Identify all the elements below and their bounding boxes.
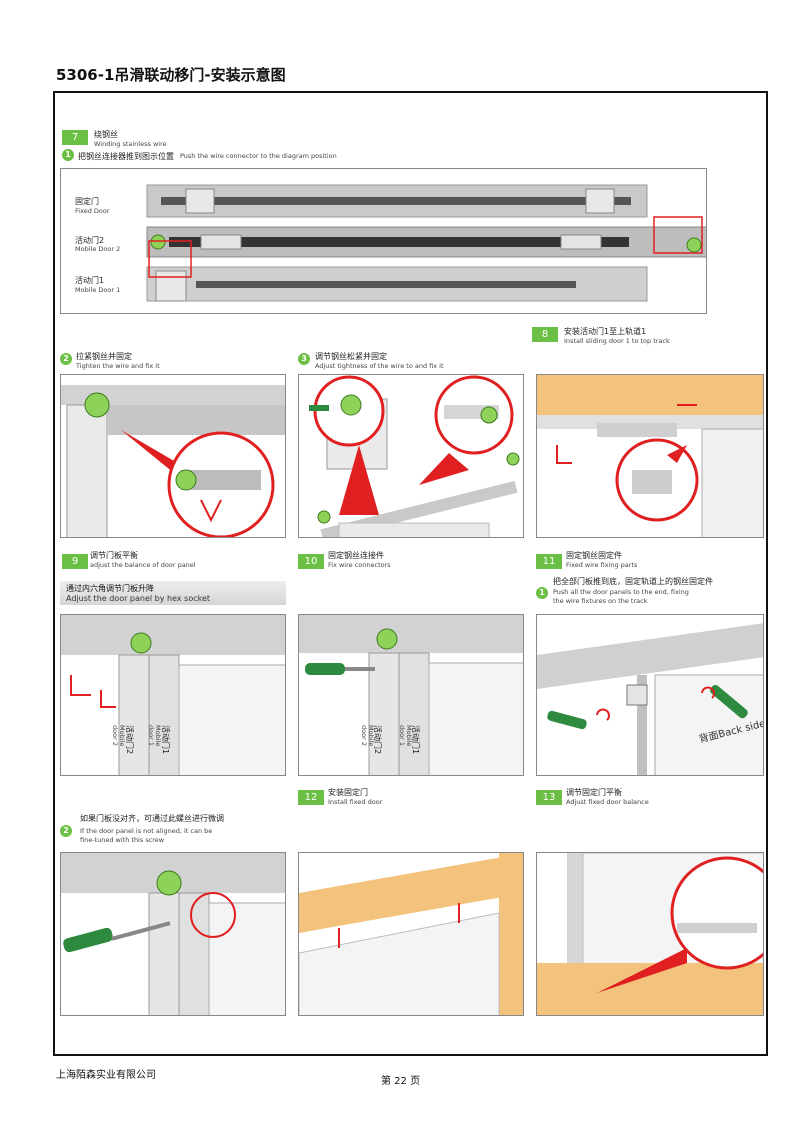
step-7-sub-1-badge: 1 (62, 149, 74, 161)
page-number: 第 22 页 (381, 1076, 421, 1087)
step-13-title-cn: 调节固定门平衡 (566, 788, 622, 797)
step-7-title-cn: 绕钢丝 (94, 130, 118, 139)
step-11-sub-1-en-2: the wire fixtures on the track (553, 597, 648, 605)
step-11-sub-1-badge: 1 (536, 587, 548, 599)
step-11-title-cn: 固定钢丝固定件 (566, 551, 622, 560)
install-fixed-door-panel (298, 852, 524, 1016)
step-9-title-en: adjust the balance of door panel (90, 561, 196, 569)
content-frame (53, 91, 768, 1056)
step-8-title-en: Install sliding door 1 to top track (564, 337, 670, 345)
install-fixed-door-illustration (299, 853, 523, 1015)
step-9-panel-text-f: door 1 (147, 725, 155, 746)
fixed-door-label-en: Fixed Door (75, 207, 110, 215)
step-9-instruction-bar: 通过内六角调节门板升降 Adjust the door panel by hex… (60, 581, 286, 605)
fine-tune-screw-panel (60, 852, 286, 1016)
step-13-title-en: Adjust fixed door balance (566, 798, 649, 806)
document-title: 5306-1吊滑联动移门-安装示意图 (56, 66, 286, 84)
step-12-title-en: Install fixed door (328, 798, 383, 806)
fix-wire-connectors-panel: 活动门2 Mobile door 2 活动门1 Mobile door 1 (298, 614, 524, 776)
step-9-sub-2-badge: 2 (60, 825, 72, 837)
step-7-sub-1-cn: 把钢丝连接器推到图示位置 (78, 152, 174, 161)
step-7-sub-2-badge: 2 (60, 353, 72, 365)
step-11-sub-1-en-1: Push all the door panels to the end, fix… (553, 588, 689, 596)
fine-tune-screw-illustration (61, 853, 285, 1015)
step-12-badge: 12 (298, 790, 324, 805)
fix-wire-fixtures-illustration (537, 622, 763, 775)
step-10-panel-text-e: Mobile (405, 725, 413, 747)
step-9-bar-en: Adjust the door panel by hex socket (66, 594, 211, 603)
step-7-sub-3-cn: 调节钢丝松紧并固定 (315, 352, 387, 361)
step-11-title-en: Fixed wire fixing parts (566, 561, 638, 569)
step-9-sub-2-cn: 如果门板没对齐，可通过此螺丝进行微调 (80, 814, 224, 823)
fix-wire-connectors-illustration (299, 615, 523, 775)
step-9-panel-text-b: Mobile (118, 725, 126, 747)
step-11-badge: 11 (536, 554, 562, 569)
step-12-title-cn: 安装固定门 (328, 788, 368, 797)
fixed-door-label-cn: 固定门 (75, 197, 99, 206)
step-10-panel-text-c: door 2 (360, 725, 368, 746)
install-door-1-illustration (537, 375, 763, 537)
fix-wire-fixtures-panel: 背面Back side (536, 614, 764, 776)
tighten-wire-panel (60, 374, 286, 538)
step-7-sub-2-cn: 拉紧钢丝并固定 (76, 352, 132, 361)
tighten-wire-illustration (61, 385, 285, 537)
adjust-wire-panel (298, 374, 524, 538)
step-9-bar-cn: 通过内六角调节门板升降 (66, 584, 154, 593)
company-name: 上海陌森实业有限公司 (56, 1070, 156, 1081)
step-8-badge: 8 (532, 327, 558, 342)
step-7-title-en: Winding stainless wire (94, 140, 167, 148)
mobile-door-1-label-cn: 活动门1 (75, 276, 105, 285)
step-11-sub-1-cn: 把全部门板推到底，固定轨道上的钢丝固定件 (553, 577, 713, 586)
step-9-panel-text-e: Mobile (154, 725, 162, 747)
mobile-door-2-label-cn: 活动门2 (75, 236, 105, 245)
step-7-sub-1-en: Push the wire connector to the diagram p… (180, 152, 337, 160)
step-7-sub-3-en: Adjust tightness of the wire to and fix … (315, 362, 444, 370)
step-10-badge: 10 (298, 554, 324, 569)
step-9-sub-2-en-2: fine-tuned with this screw (80, 836, 165, 844)
mobile-door-1-label-en: Mobile Door 1 (75, 286, 121, 294)
balance-door-panel: 活动门2 Mobile door 2 活动门1 Mobile door 1 (60, 614, 286, 776)
step-9-title-cn: 调节门板平衡 (90, 551, 138, 560)
fixed-door-balance-illustration (537, 853, 763, 1015)
step-9-badge: 9 (62, 554, 88, 569)
track-diagram-panel: 固定门 Fixed Door 活动门2 Mobile Door 2 活动门1 M… (60, 168, 707, 314)
mobile-door-2-label-en: Mobile Door 2 (75, 245, 121, 253)
step-8-title-cn: 安装活动门1至上轨道1 (564, 327, 647, 336)
fixed-door-balance-panel (536, 852, 764, 1016)
step-10-panel-text-b: Mobile (367, 725, 375, 747)
step-13-badge: 13 (536, 790, 562, 805)
adjust-wire-illustration (309, 375, 520, 537)
step-10-title-cn: 固定钢丝连接件 (328, 551, 384, 560)
step-10-panel-text-f: door 1 (398, 725, 406, 746)
step-9-sub-2-en-1: If the door panel is not aligned, it can… (80, 827, 213, 835)
step-10-title-en: Fix wire connectors (328, 561, 391, 569)
step-7-sub-3-badge: 3 (298, 353, 310, 365)
track-diagram (146, 184, 706, 302)
step-9-panel-text-c: door 2 (111, 725, 119, 746)
step-7-sub-2-en: Tighten the wire and fix it (76, 362, 160, 370)
step-7-badge: 7 (62, 130, 88, 145)
install-door-1-panel (536, 374, 764, 538)
balance-door-illustration (61, 615, 285, 775)
